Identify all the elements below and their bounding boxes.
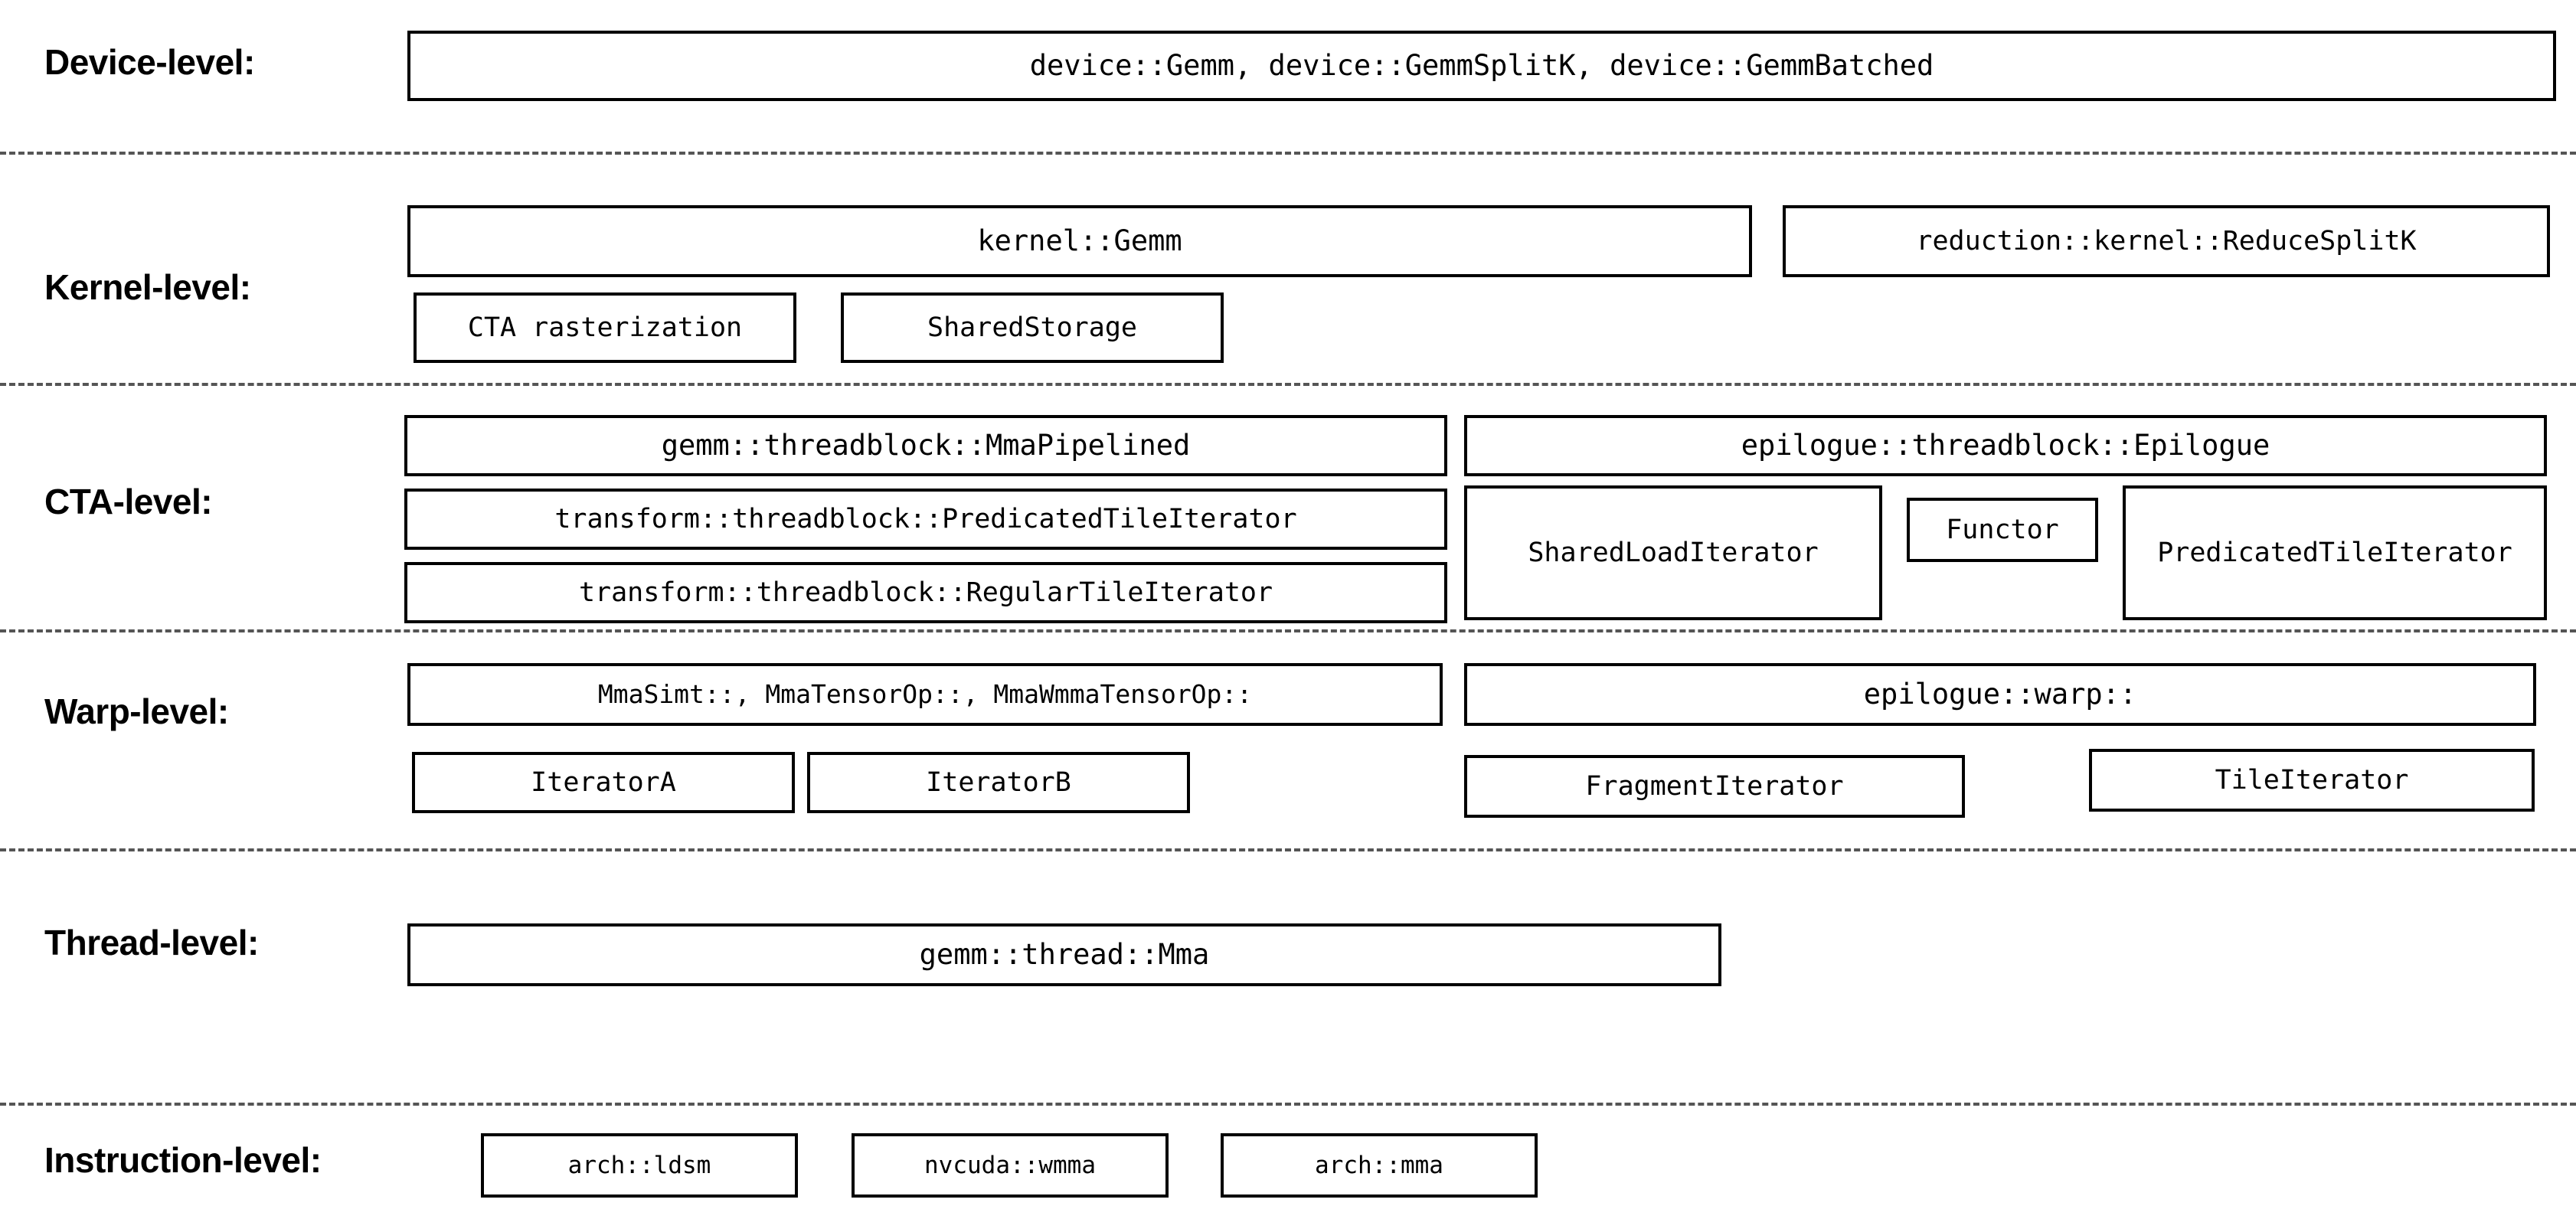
- separator-thread-instruction: [0, 1103, 2576, 1106]
- box-nvcuda-wmma[interactable]: nvcuda::wmma: [852, 1133, 1169, 1198]
- level-label-instruction: Instruction-level:: [44, 1140, 322, 1180]
- level-label-warp: Warp-level:: [44, 691, 229, 731]
- level-label-thread: Thread-level:: [44, 923, 259, 962]
- box-cta-rasterization[interactable]: CTA rasterization: [414, 292, 796, 363]
- box-transform-threadblock-regular-tile-iterator[interactable]: transform::threadblock::RegularTileItera…: [404, 562, 1447, 623]
- box-functor[interactable]: Functor: [1907, 498, 2098, 562]
- separator-warp-thread: [0, 848, 2576, 851]
- box-reduction-kernel-reduce-split-k[interactable]: reduction::kernel::ReduceSplitK: [1783, 205, 2550, 277]
- box-device-gemm[interactable]: device::Gemm, device::GemmSplitK, device…: [407, 31, 2556, 101]
- box-kernel-gemm[interactable]: kernel::Gemm: [407, 205, 1752, 277]
- box-arch-ldsm[interactable]: arch::ldsm: [481, 1133, 798, 1198]
- box-epilogue-warp[interactable]: epilogue::warp::: [1464, 663, 2536, 726]
- box-warp-mma-operators[interactable]: MmaSimt::, MmaTensorOp::, MmaWmmaTensorO…: [407, 663, 1443, 726]
- separator-device-kernel: [0, 152, 2576, 155]
- box-gemm-threadblock-mma-pipelined[interactable]: gemm::threadblock::MmaPipelined: [404, 415, 1447, 476]
- separator-cta-warp: [0, 629, 2576, 632]
- level-label-cta: CTA-level:: [44, 482, 213, 521]
- box-fragment-iterator[interactable]: FragmentIterator: [1464, 755, 1965, 818]
- box-iterator-a[interactable]: IteratorA: [412, 752, 795, 813]
- box-epilogue-threadblock-epilogue[interactable]: epilogue::threadblock::Epilogue: [1464, 415, 2547, 476]
- level-label-kernel: Kernel-level:: [44, 267, 251, 307]
- separator-kernel-cta: [0, 383, 2576, 386]
- box-shared-load-iterator[interactable]: SharedLoadIterator: [1464, 485, 1882, 620]
- box-transform-threadblock-predicated-tile-iterator[interactable]: transform::threadblock::PredicatedTileIt…: [404, 489, 1447, 550]
- level-label-device: Device-level:: [44, 42, 255, 82]
- box-epilogue-predicated-tile-iterator[interactable]: PredicatedTileIterator: [2123, 485, 2547, 620]
- box-gemm-thread-mma[interactable]: gemm::thread::Mma: [407, 923, 1721, 986]
- box-shared-storage[interactable]: SharedStorage: [841, 292, 1224, 363]
- box-tile-iterator[interactable]: TileIterator: [2089, 749, 2535, 812]
- box-arch-mma[interactable]: arch::mma: [1221, 1133, 1538, 1198]
- box-iterator-b[interactable]: IteratorB: [807, 752, 1190, 813]
